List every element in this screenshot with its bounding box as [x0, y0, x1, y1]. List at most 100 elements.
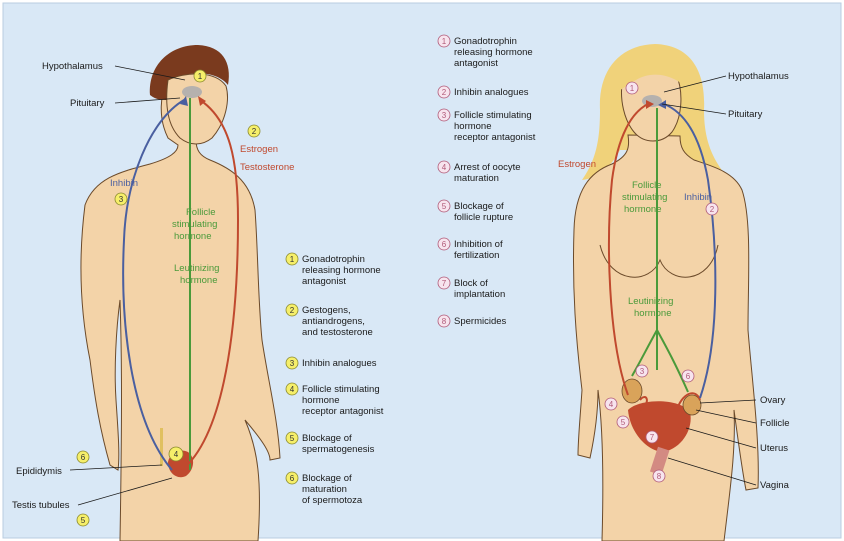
male-legend-text: antagonist	[302, 276, 346, 287]
male-legend-text: receptor antagonist	[302, 406, 384, 417]
svg-text:1: 1	[198, 72, 203, 81]
female-follicle-label: Follicle	[760, 418, 790, 429]
male-hypothalamus-label: Hypothalamus	[42, 61, 103, 72]
male-legend-text: Blockage of	[302, 473, 352, 484]
male-legend-number: 2	[290, 306, 295, 315]
female-legend-text: follicle rupture	[454, 212, 513, 223]
svg-text:2: 2	[252, 127, 257, 136]
male-marker-estrogen: 2	[248, 125, 260, 137]
male-legend-text: Gestogens,	[302, 305, 351, 316]
svg-text:1: 1	[630, 84, 635, 93]
male-legend-text: Inhibin analogues	[302, 358, 377, 369]
female-legend-number: 2	[442, 88, 447, 97]
male-legend-number: 5	[290, 434, 295, 443]
male-legend-number: 6	[290, 474, 295, 483]
female-fsh-line-1: Follicle	[632, 180, 662, 191]
female-inhibin-label: Inhibin	[684, 192, 712, 203]
male-lh-line-2: hormone	[180, 275, 218, 286]
female-legend-text: implantation	[454, 289, 505, 300]
svg-text:4: 4	[174, 450, 179, 459]
female-legend-number: 4	[442, 163, 447, 172]
male-estrogen-label: Estrogen	[240, 144, 278, 155]
female-legend-text: Follicle stimulating	[454, 110, 532, 121]
female-marker-right-ovary: 6	[682, 370, 694, 382]
female-legend-number: 7	[442, 279, 447, 288]
female-legend-number: 8	[442, 317, 447, 326]
male-testis-tubules-label: Testis tubules	[12, 500, 70, 511]
svg-text:6: 6	[81, 453, 86, 462]
male-legend-text: releasing hormone	[302, 265, 381, 276]
svg-text:4: 4	[609, 400, 614, 409]
female-legend-text: Blockage of	[454, 201, 504, 212]
male-legend-text: hormone	[302, 395, 340, 406]
male-brain-region	[182, 86, 202, 98]
male-marker-inhibin: 3	[115, 193, 127, 205]
male-marker-hypothalamus: 1	[194, 70, 206, 82]
female-legend-text: receptor antagonist	[454, 132, 536, 143]
male-epididymis-label: Epididymis	[16, 466, 62, 477]
svg-text:5: 5	[621, 418, 626, 427]
male-fsh-line-3: hormone	[174, 231, 212, 242]
male-marker-testis: 5	[77, 514, 89, 526]
female-lh-line-1: Leutinizing	[628, 296, 673, 307]
male-marker-genital: 4	[169, 447, 183, 461]
female-marker-uterus: 7	[646, 431, 658, 443]
female-legend-text: fertilization	[454, 250, 499, 261]
female-legend-item-8: 8 Spermicides	[438, 315, 507, 327]
female-legend-text: Inhibin analogues	[454, 87, 529, 98]
male-pituitary-label: Pituitary	[70, 98, 105, 109]
male-legend-text: spermatogenesis	[302, 444, 375, 455]
male-legend-number: 4	[290, 385, 295, 394]
female-legend-text: antagonist	[454, 58, 498, 69]
male-legend-number: 1	[290, 255, 295, 264]
male-legend-text: Follicle stimulating	[302, 384, 380, 395]
female-marker-hypothalamus: 1	[626, 82, 638, 94]
male-legend-text: antiandrogens,	[302, 316, 365, 327]
male-vas	[160, 428, 163, 466]
female-marker-left-ovary-side: 4	[605, 398, 617, 410]
female-vagina-label: Vagina	[760, 480, 790, 491]
male-legend-text: and testosterone	[302, 327, 373, 338]
male-marker-epididymis: 6	[77, 451, 89, 463]
svg-text:2: 2	[710, 205, 715, 214]
female-legend-text: Inhibition of	[454, 239, 503, 250]
female-estrogen-label: Estrogen	[558, 159, 596, 170]
male-legend-text: of spermotoza	[302, 495, 363, 506]
female-legend-text: maturation	[454, 173, 499, 184]
svg-text:5: 5	[81, 516, 86, 525]
female-fsh-line-3: hormone	[624, 204, 662, 215]
male-legend-text: Blockage of	[302, 433, 352, 444]
female-marker-inhibin: 2	[706, 203, 718, 215]
female-legend-number: 5	[442, 202, 447, 211]
female-legend-number: 1	[442, 37, 447, 46]
male-lh-line-1: Leutinizing	[174, 263, 219, 274]
male-fsh-line-2: stimulating	[172, 219, 217, 230]
svg-text:3: 3	[640, 367, 645, 376]
female-legend-text: Spermicides	[454, 316, 507, 327]
female-legend-text: Block of	[454, 278, 488, 289]
female-ovary-label: Ovary	[760, 395, 786, 406]
female-lh-line-2: hormone	[634, 308, 672, 319]
female-legend-number: 6	[442, 240, 447, 249]
female-marker-vagina: 8	[653, 470, 665, 482]
female-hypothalamus-label: Hypothalamus	[728, 71, 789, 82]
female-legend-text: Gonadotrophin	[454, 36, 517, 47]
female-fsh-line-2: stimulating	[622, 192, 667, 203]
svg-text:3: 3	[119, 195, 124, 204]
svg-text:6: 6	[686, 372, 691, 381]
svg-text:7: 7	[650, 433, 655, 442]
female-legend-text: Arrest of oocyte	[454, 162, 521, 173]
male-legend-text: maturation	[302, 484, 347, 495]
female-legend-text: releasing hormone	[454, 47, 533, 58]
svg-text:8: 8	[657, 472, 662, 481]
male-inhibin-label: Inhibin	[110, 178, 138, 189]
female-marker-left-ovary-bottom: 5	[617, 416, 629, 428]
female-uterus-label: Uterus	[760, 443, 788, 454]
female-marker-left-ovary-top: 3	[636, 365, 648, 377]
male-legend-number: 3	[290, 359, 295, 368]
male-testosterone-label: Testosterone	[240, 162, 294, 173]
female-legend-number: 3	[442, 111, 447, 120]
female-legend-text: hormone	[454, 121, 492, 132]
male-legend-text: Gonadotrophin	[302, 254, 365, 265]
